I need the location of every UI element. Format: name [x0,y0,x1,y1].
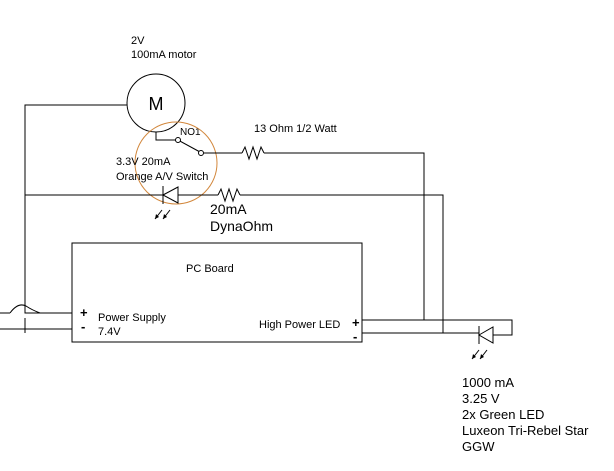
resistor-13-label: 13 Ohm 1/2 Watt [254,123,337,135]
pc-board-title: PC Board [186,263,234,275]
resistor-20-current-label: 20mA [210,201,247,217]
switch-label: NO1 [180,127,201,138]
resistor-20ma [217,187,241,203]
led-minus-symbol: - [353,329,357,344]
motor-letter: M [149,94,164,114]
switch-name-label: Orange A/V Switch [116,171,208,183]
motor-symbol: M [126,73,186,133]
power-supply-label: Power Supply [98,312,166,324]
pc-board-box [71,242,363,343]
led-plus-symbol: + [352,315,360,330]
switch-contact-right [198,150,204,156]
wire-resistor-to-led-plus [264,152,425,320]
wire-dynaohm-to-led-minus [240,194,444,333]
switch-highlight-circle [134,121,218,205]
supply-minus-symbol: - [81,319,85,334]
led-code-label: GGW [462,439,495,454]
led-model-label: Luxeon Tri-Rebel Star [462,423,589,438]
resistor-13-ohm [241,145,265,161]
led-current-label: 1000 mA [462,375,514,390]
power-supply-voltage: 7.4V [98,326,121,338]
wire-led-plus [362,319,513,336]
wire-crossover [9,304,72,314]
high-power-led [471,326,494,360]
wire-motor-to-supply-plus [24,104,127,314]
led-voltage-label: 3.25 V [462,391,500,406]
motor-voltage-label: 2V [131,35,145,47]
resistor-20-name-label: DynaOhm [210,218,273,234]
switch-lever [155,132,201,153]
supply-plus-symbol: + [80,305,88,320]
motor-rating-label: 100mA motor [131,49,197,61]
led-output-label: High Power LED [259,319,340,331]
switch-spec-label: 3.3V 20mA [116,156,171,168]
switch-contact-left [175,137,181,143]
led-type-label: 2x Green LED [462,407,544,422]
